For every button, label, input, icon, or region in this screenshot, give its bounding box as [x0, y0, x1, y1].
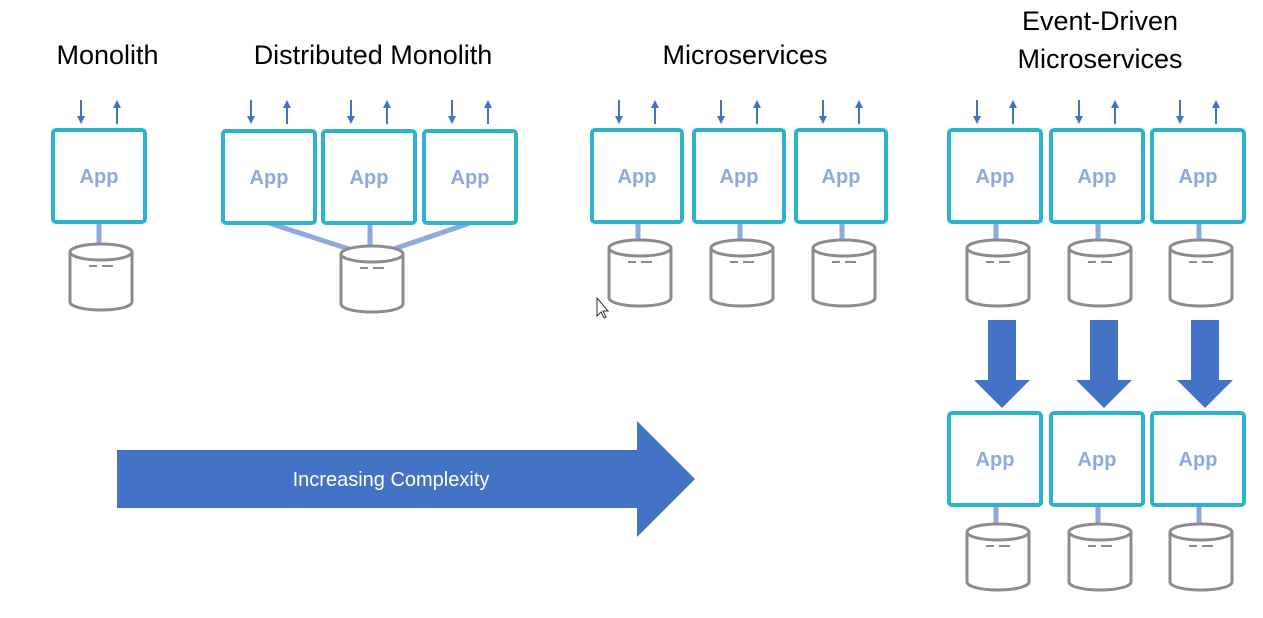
- app-box-border: [1049, 128, 1145, 224]
- io-arrow-pair: [347, 100, 391, 124]
- app-box: App: [1049, 411, 1145, 507]
- app-label: App: [451, 167, 490, 189]
- app-label: App: [1078, 449, 1117, 471]
- app-label: App: [1078, 166, 1117, 188]
- app-box: App: [947, 128, 1043, 224]
- app-label: App: [250, 167, 289, 189]
- complexity-arrow-shape: [117, 421, 695, 537]
- app-box: App: [947, 411, 1043, 507]
- app-label: App: [976, 449, 1015, 471]
- database-icon: [1168, 522, 1234, 592]
- io-arrow-pair: [77, 100, 121, 124]
- database-icon: [68, 242, 134, 312]
- event-flow-arrow: [1177, 320, 1233, 408]
- app-box-border: [1150, 411, 1246, 507]
- app-box: App: [1049, 128, 1145, 224]
- io-arrow-pair: [973, 100, 1017, 124]
- app-box: App: [794, 128, 888, 224]
- io-arrow-pair: [717, 100, 761, 124]
- app-box-border: [794, 128, 888, 224]
- database-icon: [1067, 238, 1133, 308]
- io-arrow-pair: [448, 100, 492, 124]
- app-label: App: [720, 166, 759, 188]
- database-icon: [339, 244, 405, 314]
- distributed-monolith-title: Distributed Monolith: [253, 40, 493, 70]
- app-box: App: [692, 128, 786, 224]
- database-icon: [709, 238, 775, 308]
- app-box-border: [947, 128, 1043, 224]
- complexity-arrow-label: Increasing Complexity: [293, 469, 490, 491]
- app-box-border: [1150, 128, 1246, 224]
- app-box: App: [590, 128, 684, 224]
- app-label: App: [1179, 166, 1218, 188]
- connector-line: [268, 220, 359, 255]
- app-box-border: [1049, 411, 1145, 507]
- io-arrows: [77, 100, 1220, 124]
- app-box: App: [51, 128, 147, 224]
- app-label: App: [350, 167, 389, 189]
- io-arrow-pair: [819, 100, 863, 124]
- database-icon: [965, 238, 1031, 308]
- app-label: App: [80, 166, 119, 188]
- event-driven-title-line1: Event-Driven: [1021, 6, 1179, 36]
- event-driven-title-line2: Microservices: [1017, 44, 1183, 74]
- app-box: App: [221, 129, 317, 225]
- io-arrow-pair: [247, 100, 291, 124]
- database-icon: [607, 238, 673, 308]
- app-box-border: [321, 129, 417, 225]
- app-label: App: [1179, 449, 1218, 471]
- database-icon: [965, 522, 1031, 592]
- io-arrow-pair: [1176, 100, 1220, 124]
- app-box-border: [947, 411, 1043, 507]
- app-box-border: [692, 128, 786, 224]
- event-flow-arrow: [974, 320, 1030, 408]
- event-flow-arrow: [1076, 320, 1132, 408]
- database-icon: [1168, 238, 1234, 308]
- microservices-title: Microservices: [662, 40, 828, 70]
- app-box-border: [422, 129, 518, 225]
- app-box-border: [221, 129, 317, 225]
- increasing-complexity-arrow: Increasing Complexity: [117, 421, 695, 537]
- databases: [68, 238, 1234, 592]
- app-box: App: [1150, 411, 1246, 507]
- database-icon: [811, 238, 877, 308]
- app-box-border: [51, 128, 147, 224]
- mouse-cursor: [596, 296, 610, 319]
- io-arrow-pair: [615, 100, 659, 124]
- connector-line: [384, 220, 471, 255]
- app-label: App: [618, 166, 657, 188]
- monolith-title: Monolith: [56, 40, 159, 70]
- app-box: App: [1150, 128, 1246, 224]
- app-box: App: [422, 129, 518, 225]
- event-arrows: [974, 320, 1233, 408]
- event-driven-microservices-title: Event-Driven Microservices: [990, 2, 1210, 78]
- app-label: App: [822, 166, 861, 188]
- app-box: App: [321, 129, 417, 225]
- io-arrow-pair: [1075, 100, 1119, 124]
- app-label: App: [976, 166, 1015, 188]
- database-icon: [1067, 522, 1133, 592]
- app-box-border: [590, 128, 684, 224]
